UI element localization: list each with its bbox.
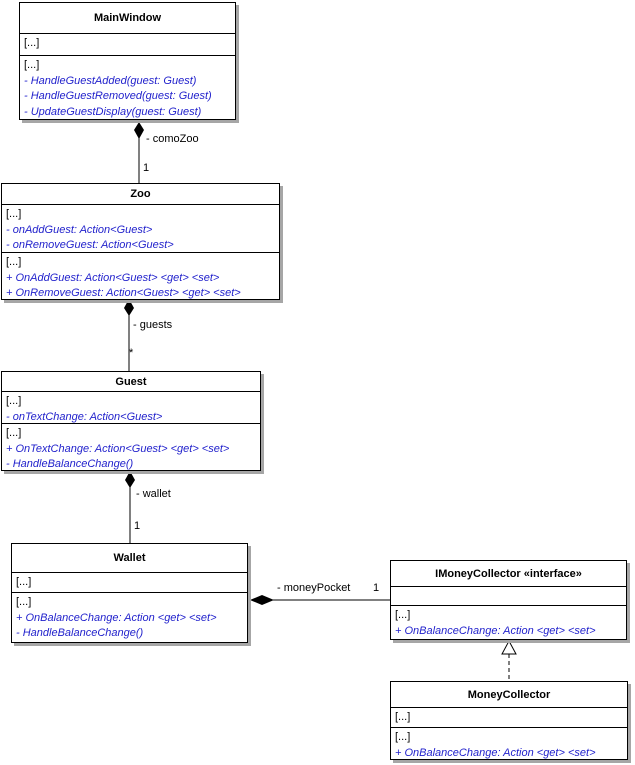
class-box-moneycollector[interactable]: MoneyCollector [...] [...] + OnBalanceCh… bbox=[390, 681, 628, 760]
method-row: + OnAddGuest: Action<Guest> <get> <set> bbox=[6, 271, 220, 284]
edge-multiplicity-wallet: 1 bbox=[134, 520, 141, 532]
method-row: + OnBalanceChange: Action <get> <set> bbox=[395, 624, 596, 637]
class-box-zoo[interactable]: Zoo [...] - onAddGuest: Action<Guest> - … bbox=[1, 183, 280, 300]
method-row: [...] bbox=[395, 731, 411, 743]
class-box-guest[interactable]: Guest [...] - onTextChange: Action<Guest… bbox=[1, 371, 261, 471]
class-box-wallet[interactable]: Wallet [...] [...] + OnBalanceChange: Ac… bbox=[11, 543, 248, 643]
class-title: Zoo bbox=[2, 184, 279, 205]
attributes-compartment: [...] bbox=[391, 708, 627, 728]
attribute-row: [...] bbox=[6, 208, 22, 220]
method-row: [...] bbox=[6, 256, 22, 268]
method-row: - HandleGuestRemoved(guest: Guest) bbox=[24, 90, 212, 102]
attribute-row: [...] bbox=[6, 395, 22, 407]
attribute-row: - onTextChange: Action<Guest> bbox=[6, 410, 163, 423]
composition-diamond-icon bbox=[134, 122, 144, 139]
class-box-imoneycollector[interactable]: IMoneyCollector «interface» [...] + OnBa… bbox=[390, 560, 627, 640]
composition-edge-wallet-imoneycollector[interactable] bbox=[250, 595, 390, 605]
attributes-compartment bbox=[391, 587, 626, 606]
attribute-row: [...] bbox=[16, 576, 32, 588]
methods-compartment: [...] + OnBalanceChange: Action <get> <s… bbox=[12, 593, 247, 642]
methods-compartment: [...] + OnTextChange: Action<Guest> <get… bbox=[2, 424, 260, 470]
class-title: Wallet bbox=[12, 544, 247, 573]
edge-label-moneypocket: - moneyPocket bbox=[277, 582, 351, 594]
realization-triangle-icon bbox=[501, 639, 517, 655]
method-row: + OnTextChange: Action<Guest> <get> <set… bbox=[6, 442, 230, 455]
composition-diamond-icon bbox=[250, 595, 274, 605]
method-row: [...] bbox=[16, 596, 32, 608]
edge-multiplicity-guest: * bbox=[129, 347, 134, 359]
method-row: - HandleGuestAdded(guest: Guest) bbox=[24, 74, 197, 87]
class-title: MainWindow bbox=[20, 3, 235, 34]
class-title: MoneyCollector bbox=[391, 682, 627, 708]
method-row: + OnRemoveGuest: Action<Guest> <get> <se… bbox=[6, 287, 241, 299]
method-row: + OnBalanceChange: Action <get> <set> bbox=[16, 611, 217, 624]
method-row: - HandleBalanceChange() bbox=[6, 458, 134, 470]
edge-multiplicity-zoo: 1 bbox=[143, 162, 150, 174]
attribute-row: - onRemoveGuest: Action<Guest> bbox=[6, 239, 174, 251]
class-box-mainwindow[interactable]: MainWindow [...] [...] - HandleGuestAdde… bbox=[19, 2, 236, 120]
methods-compartment: [...] - HandleGuestAdded(guest: Guest) -… bbox=[20, 56, 235, 119]
attributes-compartment: [...] bbox=[12, 573, 247, 593]
class-title: IMoneyCollector «interface» bbox=[391, 561, 626, 587]
class-title: Guest bbox=[2, 372, 260, 392]
method-row: + OnBalanceChange: Action <get> <set> bbox=[395, 746, 596, 759]
composition-edge-guest-wallet[interactable] bbox=[125, 470, 135, 543]
realization-edge-moneycollector-imoneycollector[interactable] bbox=[501, 639, 517, 681]
method-row: [...] bbox=[6, 427, 22, 439]
composition-edge-mainwindow-zoo[interactable] bbox=[134, 121, 144, 183]
attributes-compartment: [...] - onAddGuest: Action<Guest> - onRe… bbox=[2, 205, 279, 253]
edge-label-wallet: - wallet bbox=[136, 488, 171, 500]
methods-compartment: [...] + OnAddGuest: Action<Guest> <get> … bbox=[2, 253, 279, 299]
method-row: - UpdateGuestDisplay(guest: Guest) bbox=[24, 105, 202, 118]
edge-multiplicity-imoneycollector: 1 bbox=[373, 582, 380, 594]
attribute-row bbox=[391, 589, 626, 605]
composition-diamond-icon bbox=[124, 299, 134, 316]
attribute-row: - onAddGuest: Action<Guest> bbox=[6, 223, 153, 236]
methods-compartment: [...] + OnBalanceChange: Action <get> <s… bbox=[391, 606, 626, 639]
attribute-row: [...] bbox=[24, 37, 40, 49]
edge-label-guests: - guests bbox=[133, 319, 173, 331]
method-row: [...] bbox=[395, 609, 411, 621]
attribute-row: [...] bbox=[395, 711, 411, 723]
method-row: [...] bbox=[24, 59, 40, 71]
edge-label-comozoo: - comoZoo bbox=[146, 133, 199, 145]
attributes-compartment: [...] bbox=[20, 34, 235, 56]
attributes-compartment: [...] - onTextChange: Action<Guest> bbox=[2, 392, 260, 424]
composition-edge-zoo-guest[interactable] bbox=[124, 298, 134, 371]
composition-diamond-icon bbox=[125, 471, 135, 488]
methods-compartment: [...] + OnBalanceChange: Action <get> <s… bbox=[391, 728, 627, 759]
method-row: - HandleBalanceChange() bbox=[16, 627, 144, 639]
